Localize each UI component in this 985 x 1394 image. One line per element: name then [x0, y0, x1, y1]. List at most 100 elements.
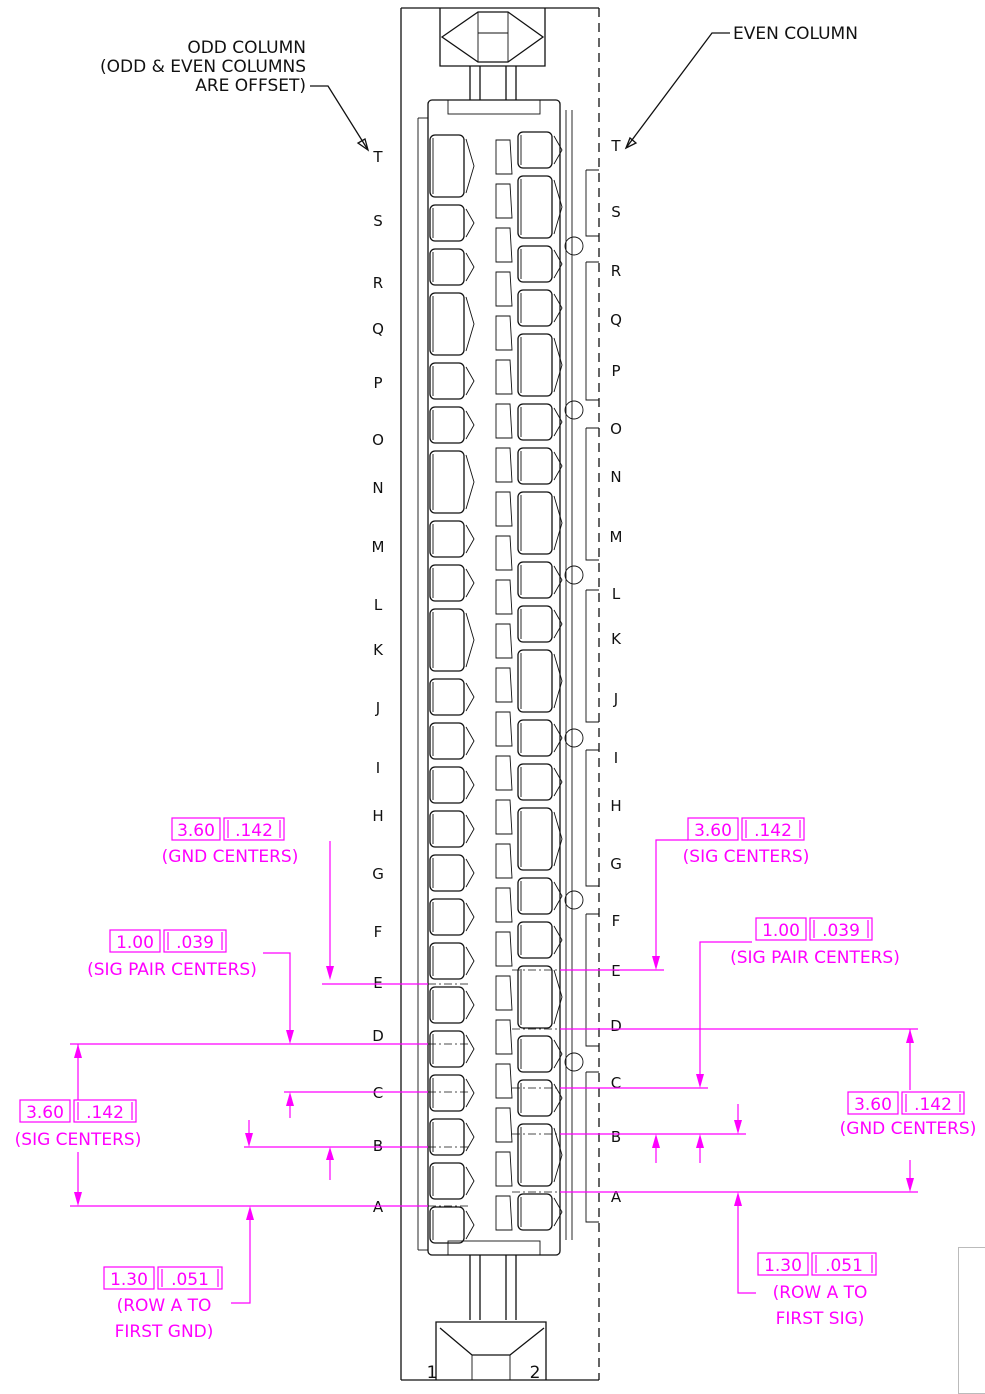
dim-row-a-sig-in: .051: [825, 1256, 863, 1276]
even-pocket-19: [517, 1123, 563, 1187]
dim-sig-centers-left-note: (SIG CENTERS): [15, 1130, 142, 1150]
odd-column-arrowhead: [356, 138, 370, 152]
mid-rib: [495, 403, 513, 439]
mid-rib: [495, 579, 513, 615]
mid-rib: [495, 887, 513, 923]
even-row-letter-H: H: [610, 797, 621, 815]
mid-rib: [495, 975, 513, 1011]
contact-pins: [428, 131, 563, 1244]
odd-pocket-14: [429, 854, 475, 892]
even-pocket-8: [517, 561, 563, 599]
mid-rib: [495, 359, 513, 395]
dim-sig-centers-left: 3.60 .142 (SIG CENTERS): [15, 1099, 142, 1150]
dim-row-a-sig-note-2: FIRST SIG): [776, 1309, 865, 1329]
odd-row-letter-J: J: [375, 699, 380, 717]
mid-rib: [495, 227, 513, 263]
even-pocket-10: [517, 649, 563, 713]
even-pocket-7: [517, 491, 563, 555]
odd-pocket-7: [429, 520, 475, 558]
mid-rib: [495, 843, 513, 879]
dim-sig-pair-left-mm: 1.00: [116, 933, 154, 953]
dim-row-a-gnd-note-2: FIRST GND): [115, 1322, 214, 1342]
odd-pocket-1: [429, 204, 475, 242]
housing-outline: [400, 7, 600, 1381]
odd-pocket-3: [429, 292, 475, 356]
even-row-letter-K: K: [611, 630, 622, 648]
even-row-letter-R: R: [611, 262, 621, 280]
dim-gnd-centers-right-in: .142: [914, 1095, 952, 1115]
odd-pocket-20: [429, 1118, 475, 1156]
even-pocket-13: [517, 807, 563, 871]
odd-pocket-18: [429, 1030, 475, 1068]
even-pocket-14: [517, 877, 563, 915]
even-column-arrowhead: [624, 136, 638, 150]
inner-frame: [417, 99, 599, 1256]
top-latch: [439, 8, 546, 100]
mid-rib: [495, 931, 513, 967]
even-pocket-6: [517, 447, 563, 485]
even-row-letter-L: L: [612, 585, 621, 603]
title-block-stub: [958, 1247, 985, 1394]
odd-pocket-21: [429, 1162, 475, 1200]
even-pocket-2: [517, 245, 563, 283]
dim-gnd-centers-left-note: (GND CENTERS): [162, 847, 299, 867]
odd-column-leader: [310, 85, 369, 151]
odd-pocket-6: [429, 450, 475, 514]
dimension-lines: [70, 839, 918, 1304]
odd-row-letter-R: R: [373, 274, 383, 292]
dim-gnd-centers-right-note: (GND CENTERS): [840, 1119, 977, 1139]
even-row-letter-B: B: [611, 1128, 621, 1146]
even-pocket-9: [517, 605, 563, 643]
odd-row-letter-F: F: [374, 923, 383, 941]
even-row-letter-C: C: [611, 1074, 621, 1092]
odd-row-letter-H: H: [372, 807, 383, 825]
odd-row-letter-O: O: [372, 431, 384, 449]
even-row-letter-P: P: [611, 362, 620, 380]
even-row-letter-D: D: [610, 1017, 622, 1035]
even-row-letter-Q: Q: [610, 311, 622, 329]
mid-rib: [495, 623, 513, 659]
even-row-letter-G: G: [610, 855, 622, 873]
even-pocket-5: [517, 403, 563, 441]
even-row-letter-E: E: [611, 962, 620, 980]
even-pocket-15: [517, 921, 563, 959]
dim-sig-centers-right-in: .142: [754, 821, 792, 841]
dim-sig-pair-left-note: (SIG PAIR CENTERS): [87, 960, 257, 980]
mid-rib: [495, 1151, 513, 1187]
dim-sig-pair-left: 1.00 .039 (SIG PAIR CENTERS): [87, 929, 257, 980]
dim-sig-pair-right: 1.00 .039 (SIG PAIR CENTERS): [730, 917, 900, 968]
mid-rib: [495, 491, 513, 527]
odd-row-letter-T: T: [372, 148, 383, 166]
odd-row-letter-A: A: [373, 1198, 384, 1216]
even-row-letter-S: S: [611, 203, 621, 221]
dim-sig-centers-left-mm: 3.60: [26, 1103, 64, 1123]
odd-row-letter-K: K: [373, 641, 384, 659]
even-pocket-0: [517, 131, 563, 169]
even-row-letter-T: T: [610, 137, 621, 155]
even-pocket-16: [517, 965, 563, 1029]
even-row-letter-O: O: [610, 420, 622, 438]
odd-pocket-8: [429, 564, 475, 602]
mid-rib: [495, 315, 513, 351]
dim-sig-centers-right-mm: 3.60: [694, 821, 732, 841]
mid-rib: [495, 755, 513, 791]
even-pocket-20: [517, 1193, 563, 1231]
odd-row-letter-S: S: [373, 212, 383, 230]
odd-row-letter-N: N: [372, 479, 383, 497]
mid-rib: [495, 1019, 513, 1055]
odd-pocket-10: [429, 678, 475, 716]
odd-row-letter-G: G: [372, 865, 384, 883]
dim-row-a-sig-mm: 1.30: [764, 1256, 802, 1276]
column-number-2: 2: [530, 1363, 541, 1383]
even-row-letter-A: A: [611, 1188, 622, 1206]
dim-sig-pair-right-note: (SIG PAIR CENTERS): [730, 948, 900, 968]
odd-column-callout-line1: ODD COLUMN: [187, 38, 306, 58]
odd-pocket-22: [429, 1206, 475, 1244]
dim-row-a-gnd-in: .051: [171, 1270, 209, 1290]
mid-rib: [495, 447, 513, 483]
even-row-letter-I: I: [614, 749, 618, 767]
odd-pocket-5: [429, 406, 475, 444]
odd-pocket-11: [429, 722, 475, 760]
dim-row-a-sig: 1.30 .051 (ROW A TO FIRST SIG): [757, 1252, 877, 1329]
